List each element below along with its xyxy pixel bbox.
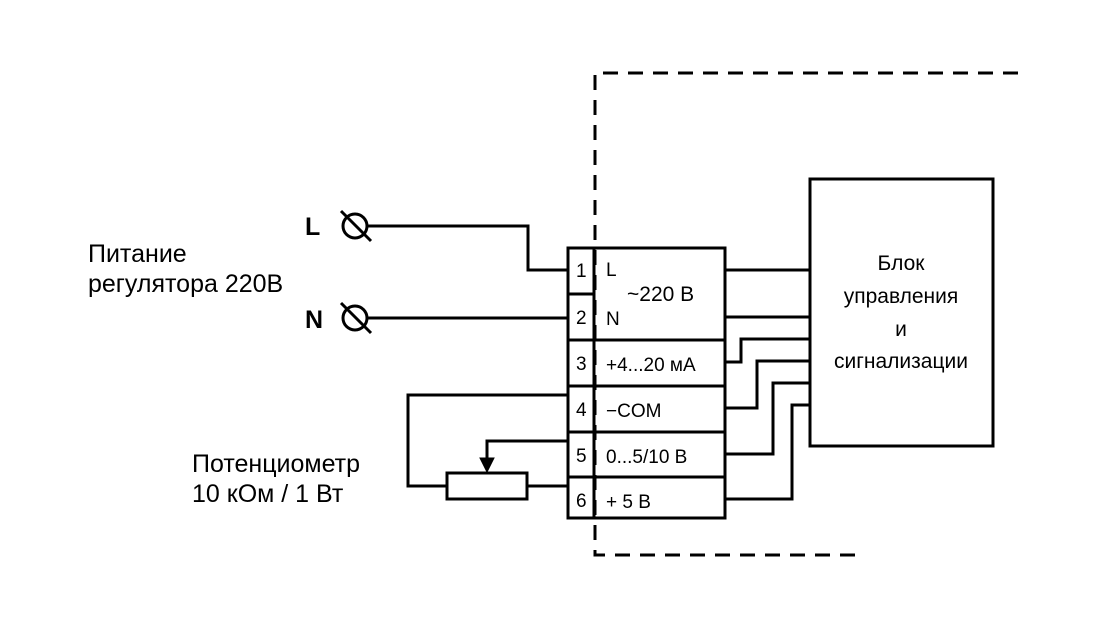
terminal-signal: N (606, 309, 620, 330)
terminal-signal: +4...20 мА (606, 355, 696, 376)
terminal-signal: L (606, 260, 617, 281)
terminal-number: 1 (576, 261, 587, 282)
terminal-number: 2 (576, 308, 587, 329)
terminal-signal: + 5 В (606, 492, 651, 513)
internal-wiring (725, 268, 810, 501)
potentiometer-label-line2: 10 кОм / 1 Вт (192, 480, 344, 508)
control-unit-box (808, 177, 995, 448)
control-unit-label-line3: и (895, 318, 907, 341)
neutral-label: N (305, 306, 323, 334)
terminal-block (566, 246, 727, 520)
terminal-number: 4 (576, 400, 587, 421)
control-unit-label-line1: Блок (878, 252, 926, 275)
supply-label-line2: регулятора 220В (88, 270, 283, 298)
phase-label: L (305, 213, 320, 241)
phase-wire (367, 224, 568, 272)
potentiometer-label-line1: Потенциометр (192, 450, 360, 478)
neutral-screw-terminal-icon (339, 301, 373, 335)
supply-label-line1: Питание (88, 240, 187, 268)
control-unit-label-line2: управления (844, 285, 959, 308)
terminal-signal: 0...5/10 В (606, 447, 687, 468)
device-enclosure-outline (593, 71, 1018, 557)
terminal-number: 3 (576, 354, 587, 375)
terminal-number: 6 (576, 491, 587, 512)
phase-screw-terminal-icon (339, 209, 373, 243)
terminal-number: 5 (576, 446, 587, 467)
ac-voltage-label: ~220 В (627, 283, 694, 306)
potentiometer-left-wire (406, 393, 568, 488)
potentiometer-icon (445, 439, 568, 501)
terminal-signal: −COM (606, 401, 661, 422)
control-unit-label-line4: сигнализации (834, 350, 968, 373)
